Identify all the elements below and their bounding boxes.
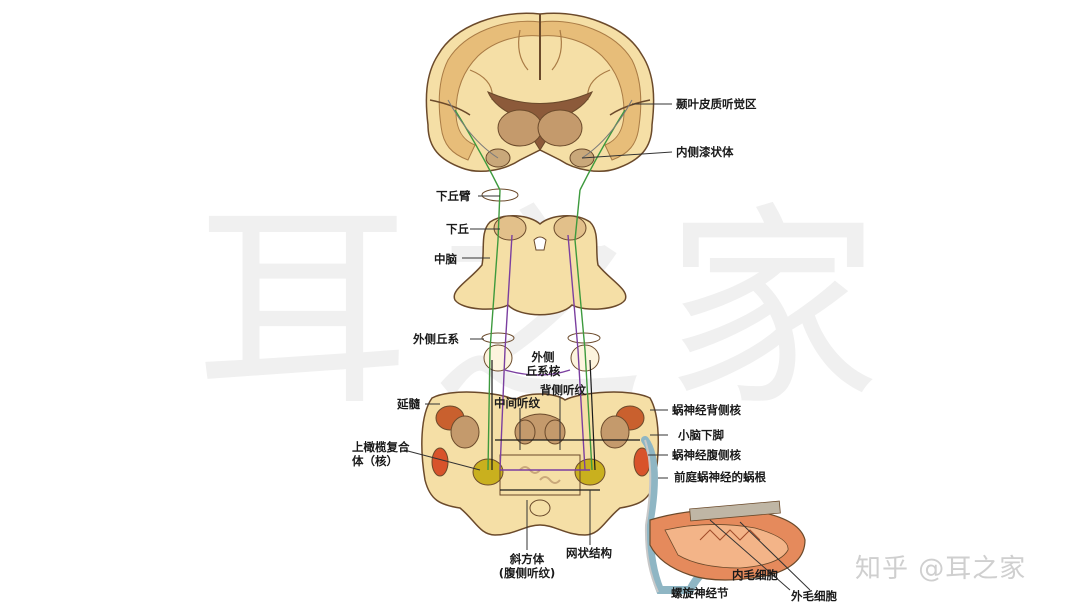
cochlea [649,500,811,591]
label-trapezoid-line1: 斜方体 [509,552,545,566]
label-inf-cerebellar-peduncle: 小脑下脚 [678,428,724,442]
label-lateral-lemniscus: 外侧丘系 [413,332,459,346]
label-spiral-ganglion: 螺旋神经节 [671,586,729,600]
label-inferior-colliculus: 下丘 [446,222,469,236]
label-superior-olive: 上橄榄复合 体（核） [352,440,410,468]
label-superior-olive-line2: 体（核） [352,454,398,468]
cerebrum-section [425,12,655,172]
label-dorsal-cochlear-nucleus: 蜗神经背侧核 [672,403,741,417]
label-brachium-ic: 下丘臂 [436,189,471,203]
credit-watermark: 知乎 @耳之家 [855,554,1027,584]
purple-pathway [499,234,590,471]
label-ventral-cochlear-nucleus: 蜗神经腹侧核 [672,448,741,462]
label-midbrain: 中脑 [434,252,457,266]
gray-cortical-fibers [447,99,633,159]
medulla-section [421,391,660,536]
label-ll-nucleus-line2: 丘系核 [525,364,561,378]
label-reticular: 网状结构 [566,546,612,560]
label-inner-hair-cells: 内毛细胞 [732,568,778,582]
label-intermediate-stria: 中间听纹 [494,396,540,410]
label-trapezoid-body: 斜方体 (腹侧听纹) [495,552,559,580]
label-medial-geniculate: 内侧漆状体 [676,145,734,159]
label-cochlear-root: 前庭蜗神经的蜗根 [674,470,766,484]
label-medulla: 延髓 [397,397,420,411]
midbrain-section [453,215,627,316]
label-ll-nucleus-line1: 外侧 [531,350,555,364]
leader-lines [403,103,673,550]
label-ll-nucleus: 外侧 丘系核 [522,350,564,378]
black-pathway [491,359,640,491]
green-pathway [454,109,626,471]
label-outer-hair-cells: 外毛细胞 [791,589,837,603]
label-trapezoid-line2: (腹侧听纹) [498,566,556,580]
label-temporal-cortex: 颞叶皮质听觉区 [676,97,757,111]
label-dorsal-stria: 背侧听纹 [540,383,586,397]
label-superior-olive-line1: 上橄榄复合 [352,440,410,454]
